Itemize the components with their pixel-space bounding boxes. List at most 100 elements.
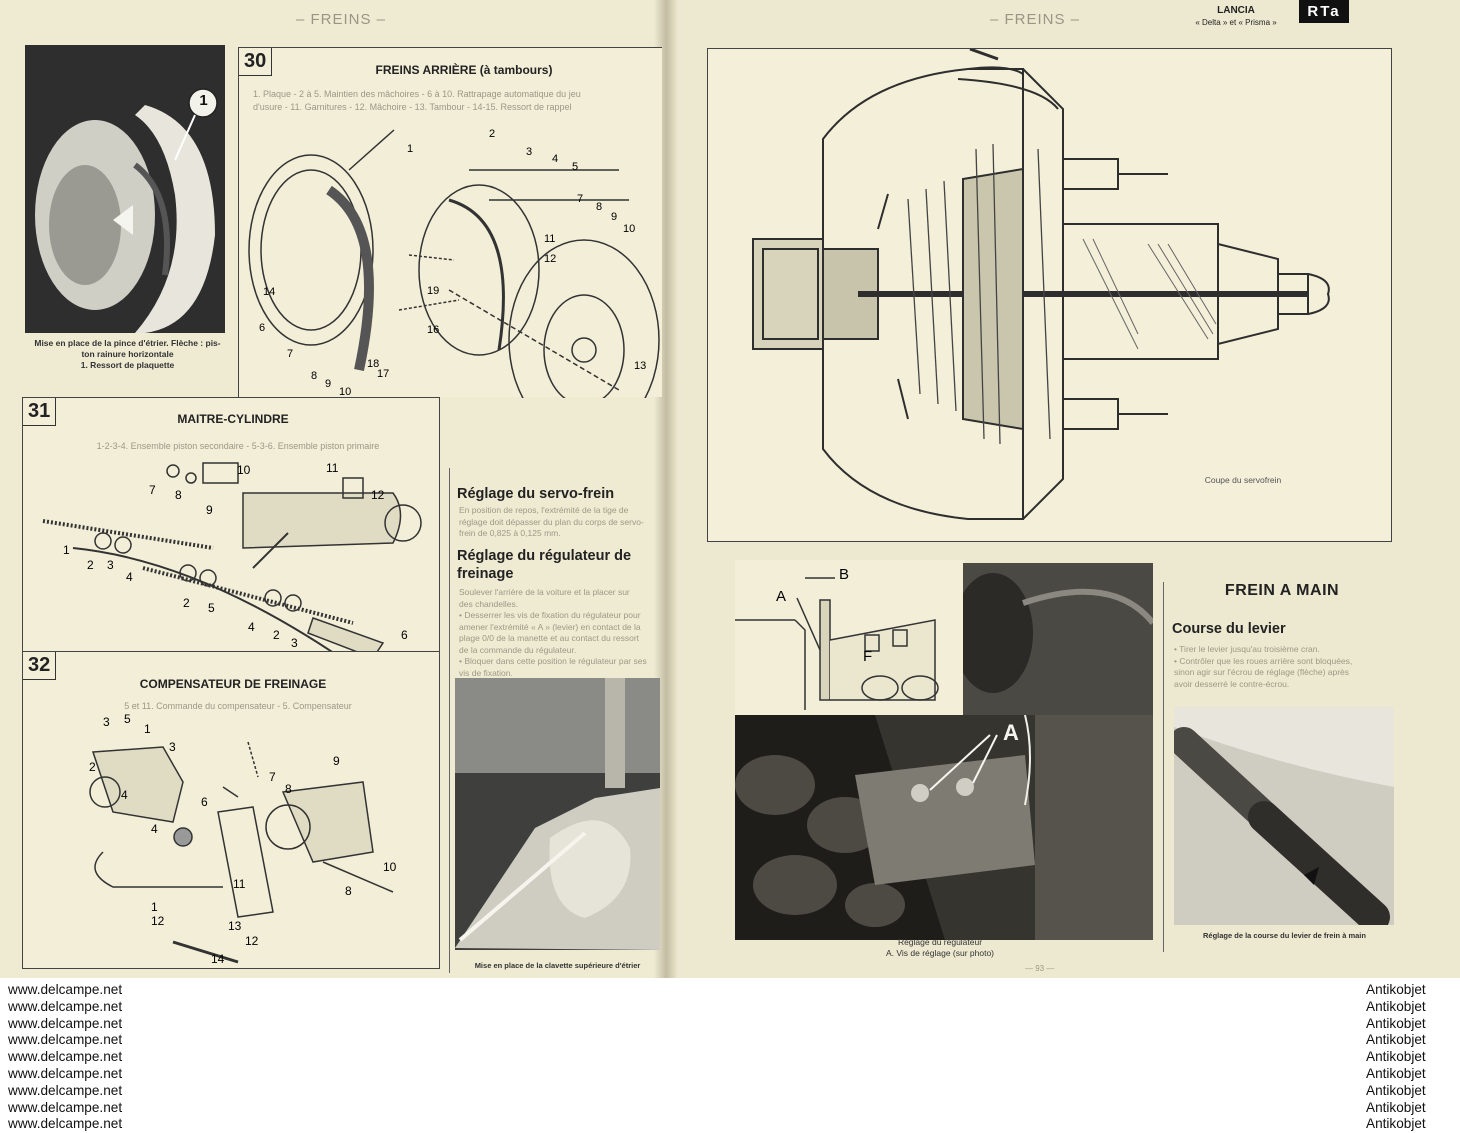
callout: 3 — [169, 740, 176, 754]
figure-32-title: COMPENSATEUR DE FREINAGE — [139, 677, 327, 691]
watermark-right-text: Antikobjet — [1366, 1049, 1426, 1065]
figure-31-panel: 31 MAITRE-CYLINDRE 1-2-3-4. Ensemble pis… — [22, 397, 440, 668]
regulator-diagram-drawing — [735, 577, 939, 710]
watermark-right-text: Antikobjet — [1366, 1099, 1426, 1115]
regulator-caption-line: A. Vis de réglage (sur photo) — [885, 948, 995, 958]
callout: 10 — [623, 223, 636, 235]
figure-31-number: 31 — [23, 398, 57, 426]
callout: 7 — [269, 770, 276, 784]
handbrake-subheading: Course du levier — [1172, 621, 1286, 637]
callout: 12 — [245, 934, 259, 948]
caliper-photo-drawing — [25, 45, 225, 333]
callout: 9 — [206, 503, 213, 517]
watermark-right-text: Antikobjet — [1366, 1065, 1426, 1081]
callout: 8 — [285, 782, 292, 796]
callout: 13 — [228, 919, 242, 933]
brand-models: « Delta » et « Prisma » — [1195, 18, 1277, 27]
callout: 6 — [201, 795, 208, 809]
clip-photo-caption: Mise en place de la clavette supérieure … — [474, 961, 641, 970]
callout: 10 — [339, 386, 352, 398]
watermark-left-text: www.delcampe.net — [8, 998, 123, 1014]
callout: 7 — [149, 483, 156, 497]
servo-heading: Réglage du servo-frein — [457, 486, 615, 502]
regulator-text-line: vis de fixation. — [459, 667, 513, 678]
callout: 1 — [144, 722, 151, 736]
book-spread: – FREINS – – FREINS – LANCIA « Delta » e… — [0, 0, 1460, 978]
servo-text-line: frein de 0,825 à 0,125 mm. — [459, 528, 561, 538]
watermark-right-text: Antikobjet — [1366, 1015, 1426, 1031]
callout: 10 — [237, 463, 251, 477]
handbrake-column-rule — [1163, 582, 1164, 952]
regulator-photo-label-a: A — [1003, 720, 1019, 745]
watermark-band: www.delcampe.net www.delcampe.net www.de… — [0, 978, 1460, 1131]
handbrake-photo — [1174, 707, 1394, 925]
handbrake-text: • Tirer le levier jusqu'au troisième cra… — [1174, 644, 1394, 690]
brand-name: LANCIA — [1217, 5, 1255, 16]
callout: 8 — [175, 488, 182, 502]
brand-header: LANCIA « Delta » et « Prisma » — [1180, 5, 1292, 29]
callout: 2 — [489, 128, 496, 140]
regulator-text-line: • Bloquer dans cette position le régulat… — [459, 656, 647, 666]
figure-30-number: 30 — [239, 48, 273, 76]
regulator-photo-drawing — [735, 715, 1153, 940]
handbrake-text-line: • Tirer le levier jusqu'au troisième cra… — [1174, 644, 1320, 654]
running-head-right: – FREINS – — [990, 11, 1081, 28]
regulator-text-line: de la commande du régulateur. — [459, 644, 577, 655]
callout: 17 — [377, 368, 390, 380]
servo-text: En position de repos, l'extrémité de la … — [459, 505, 659, 540]
callout: 7 — [287, 348, 294, 360]
callout: 11 — [326, 461, 339, 475]
regulator-caption-line: Réglage du régulateur — [897, 937, 983, 947]
callout: 6 — [259, 322, 266, 334]
regulator-label-a: A — [776, 588, 787, 605]
column-rule — [449, 468, 450, 973]
callout: 7 — [577, 193, 584, 205]
callout: 5 — [208, 601, 215, 615]
callout: 18 — [367, 358, 380, 370]
callout: 12 — [151, 914, 165, 928]
watermark-right-text: Antikobjet — [1366, 1116, 1426, 1132]
regulator-photo-top — [963, 563, 1153, 716]
servo-figure-panel: Coupe du servofrein — [707, 48, 1392, 542]
callout: 16 — [427, 324, 440, 336]
clip-photo-drawing — [455, 678, 660, 950]
figure-30-legend-1: 1. Plaque - 2 à 5. Maintien des mâchoire… — [253, 89, 581, 99]
regulator-text-line: Soulever l'arrière de la voiture et la p… — [459, 587, 630, 597]
figure-30-legend: 1. Plaque - 2 à 5. Maintien des mâchoire… — [253, 88, 658, 114]
caliper-caption-line-3: 1. Ressort de plaquette — [80, 360, 175, 370]
figure-31-title: MAITRE-CYLINDRE — [177, 412, 289, 426]
callout: 8 — [345, 884, 352, 898]
figure-32-number: 32 — [23, 652, 57, 680]
callout: 14 — [263, 286, 276, 298]
callout: 6 — [401, 628, 408, 642]
figure-30-legend-2: d'usure - 11. Garnitures - 12. Mâchoire … — [253, 102, 572, 112]
servo-text-line: réglage doit dépasser du plan du corps d… — [459, 516, 644, 527]
handbrake-text-line: sinon agir sur l'écrou de réglage (flèch… — [1174, 667, 1350, 677]
callout: 1 — [407, 143, 414, 155]
callout: 2 — [87, 558, 94, 572]
watermark-left-text: www.delcampe.net — [8, 1116, 123, 1132]
caliper-photo: 1 — [25, 45, 225, 333]
callout: 3 — [103, 715, 110, 729]
callout: 5 — [124, 712, 131, 726]
callout: 11 — [544, 233, 556, 245]
callout: 14 — [211, 952, 225, 966]
watermark-left-text: www.delcampe.net — [8, 982, 123, 997]
callout: 3 — [291, 636, 298, 650]
regulator-photo-top-drawing — [963, 563, 1153, 716]
watermark-right-text: Antikobjet — [1366, 982, 1426, 997]
regulator-text-line: plage 0/0 de la manette et au contact du… — [459, 633, 640, 643]
handbrake-caption: Réglage de la course du levier de frein … — [1203, 931, 1366, 940]
regulator-label-f: F — [863, 648, 873, 665]
photo-callout-1: 1 — [199, 92, 208, 109]
watermark-left-text: www.delcampe.net — [8, 1065, 123, 1081]
handbrake-title: FREIN A MAIN — [1224, 582, 1340, 599]
callout: 9 — [325, 378, 332, 390]
watermark-left-text: www.delcampe.net — [8, 1015, 123, 1031]
regulator-photo: A — [735, 715, 1153, 940]
regulator-text-line: des chandelles. — [459, 598, 519, 609]
rear-drum-brake-drawing — [248, 129, 660, 398]
callout: 8 — [311, 370, 318, 382]
handbrake-text-line: avoir desserré le contre-écrou. — [1174, 678, 1290, 689]
callout: 5 — [572, 161, 579, 173]
